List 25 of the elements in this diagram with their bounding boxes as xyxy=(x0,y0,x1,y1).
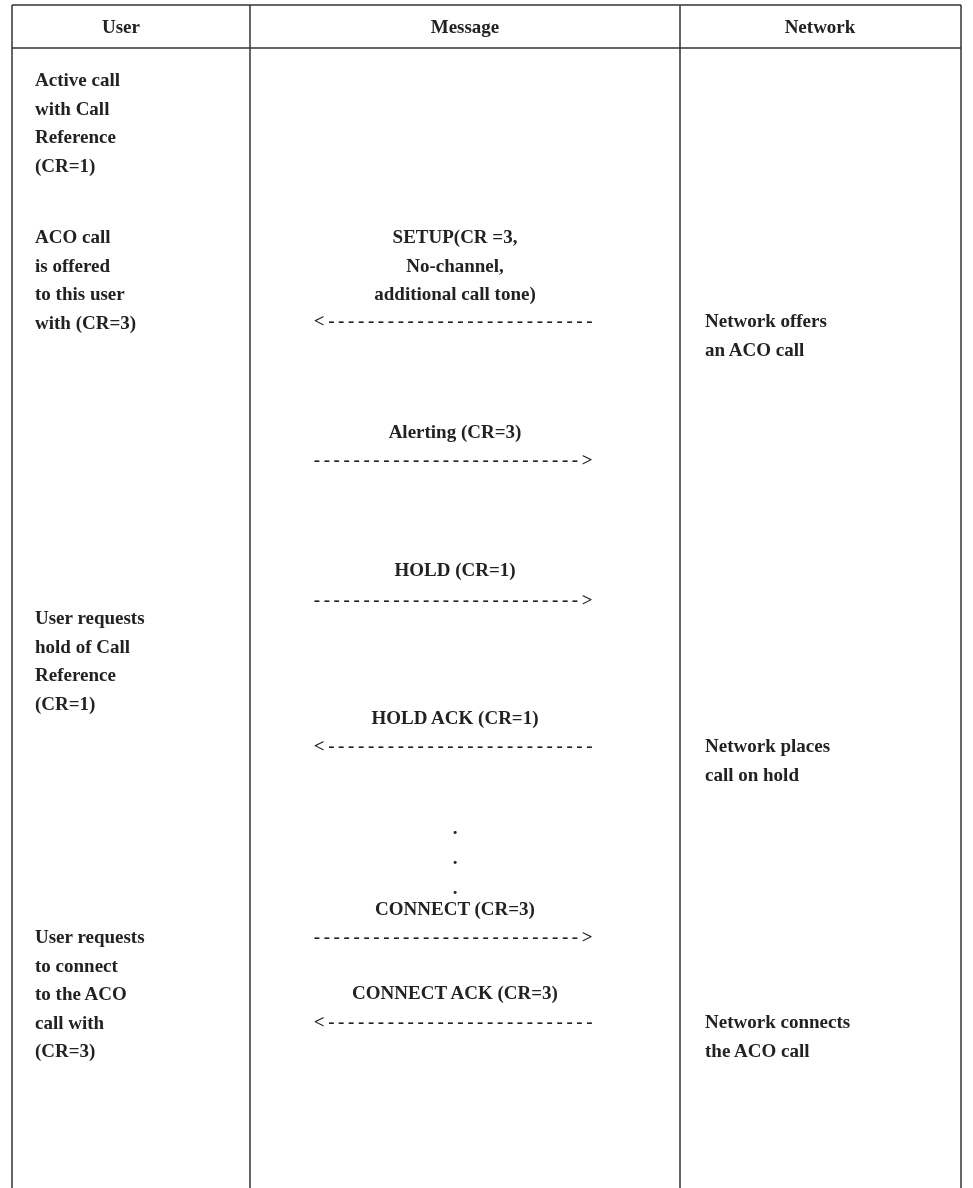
cell-text: Active call with Call Reference (CR=1) xyxy=(35,68,120,178)
cell-text: CONNECT ACK (CR=3) xyxy=(352,981,558,1005)
message-arrow: ---------------------------> xyxy=(313,448,597,472)
cell-text: Network places call on hold xyxy=(705,734,831,787)
cell-text: HOLD (CR=1) xyxy=(394,558,516,582)
cell-text: Network offers an ACO call xyxy=(705,309,827,362)
ellipsis-dot: . xyxy=(452,876,458,900)
cell-text: SETUP(CR =3, No-channel, additional call tone) xyxy=(374,225,536,306)
column-header: Network xyxy=(784,15,856,39)
cell-text: ACO call is offered to this user with (CR=3) xyxy=(35,225,137,335)
cell-text: HOLD ACK (CR=1) xyxy=(371,706,539,730)
message-arrow: ---------------------------> xyxy=(313,588,597,612)
ellipsis-dot: . xyxy=(452,816,458,840)
message-arrow: <--------------------------- xyxy=(313,734,597,758)
cell-text: User requests to connect to the ACO call with (CR=3) xyxy=(35,925,145,1063)
message-arrow: ---------------------------> xyxy=(313,925,597,949)
cell-text: CONNECT (CR=3) xyxy=(375,897,535,921)
column-header: User xyxy=(102,15,140,39)
ellipsis-dot: . xyxy=(452,846,458,870)
cell-text: Alerting (CR=3) xyxy=(388,420,522,444)
column-header: Message xyxy=(430,15,500,39)
message-arrow: <--------------------------- xyxy=(313,309,597,333)
cell-text: Network connects the ACO call xyxy=(705,1010,851,1063)
cell-text: User requests hold of Call Reference (CR=1) xyxy=(35,606,145,716)
message-arrow: <--------------------------- xyxy=(313,1010,597,1034)
